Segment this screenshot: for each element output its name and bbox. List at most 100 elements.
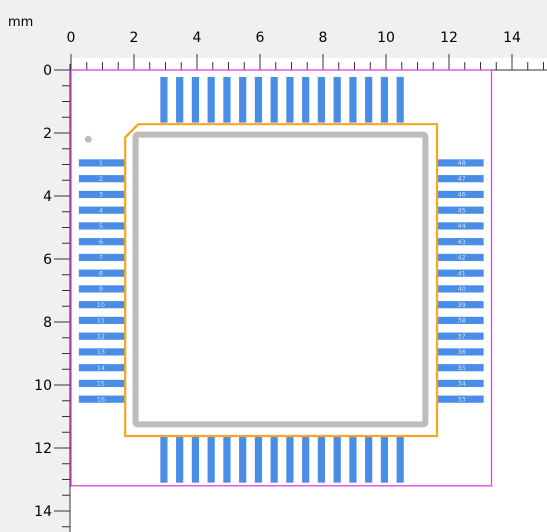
y-ruler-label: 10 [34,378,52,394]
pad-bottom [207,436,215,483]
package-body [132,131,429,428]
pad-number: 37 [457,332,465,340]
pad-bottom [349,436,357,483]
pad-left [78,190,125,199]
pad-number: 16 [97,395,105,403]
pad-top [207,76,215,123]
pad-top [365,76,373,123]
pad-number: 15 [97,380,105,388]
pad-right [437,253,484,262]
pad-right [437,238,484,246]
pad-left [78,332,125,340]
pad-left [78,348,125,356]
pad-number: 42 [457,254,465,262]
pad-number: 35 [457,364,465,372]
pad-right [437,301,484,309]
x-ruler-label: 10 [377,30,395,46]
pad-top [254,76,263,123]
pad-left [78,159,125,167]
pad-number: 38 [457,317,465,325]
pad-right [437,222,484,230]
pad-number: 48 [457,159,465,167]
pad-number: 3 [99,191,103,199]
pads-top-row [160,76,404,123]
pad-right [437,159,484,167]
pad-top [333,76,341,123]
pad-number: 40 [457,285,465,293]
pad-right [437,175,484,183]
pad-right [437,190,484,199]
ruler-unit-label: mm [8,15,33,30]
pad-top [191,76,200,123]
pin1-marker-dot [84,135,92,143]
pad-right [437,364,484,372]
pad-left [78,175,125,183]
pad-top [239,76,247,123]
pad-number: 36 [457,348,465,356]
pad-top [286,76,294,123]
pad-number: 6 [99,238,103,246]
pad-number: 46 [457,191,465,199]
pad-left [78,269,125,277]
y-ruler-label: 8 [43,315,52,331]
pad-number: 14 [97,364,105,372]
pad-bottom [239,436,247,483]
pad-number: 4 [99,206,103,214]
pad-right [437,316,484,325]
pad-left [78,285,125,293]
pad-number: 41 [457,269,465,277]
pad-number: 13 [97,348,105,356]
pad-bottom [396,436,404,483]
y-ruler-label: 14 [34,504,52,520]
pad-right [437,395,484,403]
pad-left [78,238,125,246]
pad-right [437,379,484,388]
pad-right [437,348,484,356]
pad-right [437,269,484,277]
pad-bottom [317,436,326,483]
pad-left [78,222,125,230]
courtyard-boundary [70,69,493,487]
pin1-chamfer [124,123,140,139]
pad-bottom [270,436,278,483]
pad-top [223,76,231,123]
pad-bottom [191,436,200,483]
y-ruler-label: 2 [43,126,52,142]
pad-left [78,379,125,388]
x-ruler-label: 4 [193,30,202,46]
pad-bottom [380,436,389,483]
pad-top [302,76,310,123]
pad-top [176,76,184,123]
pad-bottom [160,436,168,483]
pad-left [78,364,125,372]
pads-bottom-row [160,436,404,483]
pad-number: 8 [99,269,103,277]
pad-right [437,285,484,293]
pad-bottom [286,436,294,483]
pad-number: 33 [457,395,465,403]
pad-top [380,76,389,123]
pad-left [78,253,125,262]
pad-number: 7 [99,254,103,262]
y-ruler-label: 4 [43,189,52,205]
pad-left [78,301,125,309]
top-ruler [0,0,547,58]
pad-left [78,206,125,214]
y-ruler-label: 6 [43,252,52,268]
pad-top [396,76,404,123]
pad-number: 45 [457,206,465,214]
pad-number: 39 [457,301,465,309]
pad-number: 10 [97,301,105,309]
pad-top [270,76,278,123]
pad-bottom [223,436,231,483]
pad-bottom [333,436,341,483]
pad-number: 34 [457,380,465,388]
pad-number: 47 [457,175,465,183]
pad-left [78,316,125,325]
x-ruler-label: 8 [319,30,328,46]
pad-number: 9 [99,285,103,293]
